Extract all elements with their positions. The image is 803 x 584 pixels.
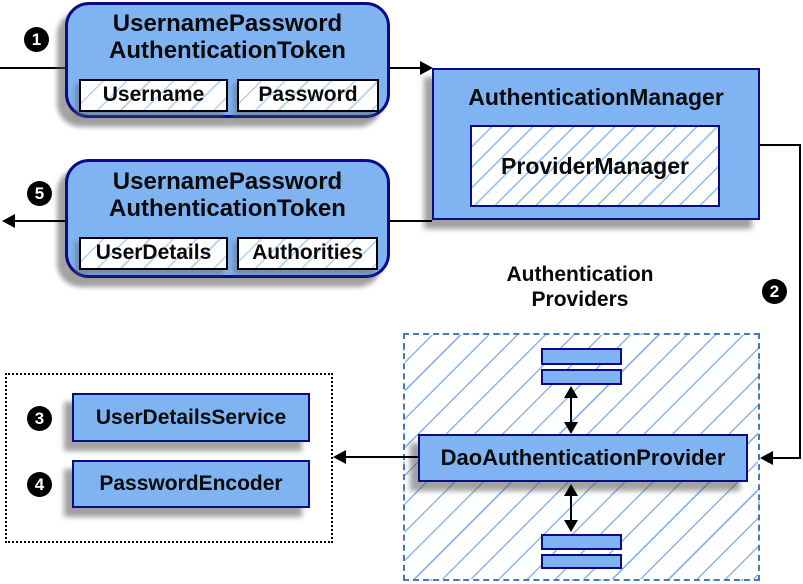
arrowhead-left-icon [760, 451, 773, 465]
arrowhead-down-icon [564, 520, 578, 532]
providers-heading-line2: Providers [531, 288, 629, 311]
step-2-badge: 2 [762, 279, 787, 304]
dao-authentication-provider-box: DaoAuthenticationProvider [418, 434, 748, 482]
step-1-badge: 1 [24, 27, 49, 52]
provider-manager-box: ProviderManager [470, 125, 720, 207]
arrowhead-right-icon [420, 61, 433, 75]
authentication-manager-box: AuthenticationManager ProviderManager [432, 68, 760, 220]
authorities-field-box: Authorities [237, 237, 378, 270]
connector-dao-to-services [346, 456, 418, 458]
double-arrow-top-line [570, 395, 572, 425]
authentication-manager-title: AuthenticationManager [468, 84, 724, 110]
connector-token-to-manager [390, 67, 421, 69]
request-token-title-line2: AuthenticationToken [109, 37, 346, 64]
arrowhead-up-icon [564, 484, 578, 496]
username-field-box: Username [79, 79, 228, 112]
password-field-box: Password [237, 79, 379, 112]
userdetails-field-box: UserDetails [79, 237, 228, 270]
services-group-box [5, 373, 333, 543]
providers-heading: Authentication Providers [465, 262, 695, 312]
request-token-title-line1: UsernamePassword [112, 10, 343, 37]
step-3-badge: 3 [27, 406, 52, 431]
connector-step1-line [0, 67, 65, 69]
arrowhead-down-icon [564, 422, 578, 434]
connector-manager-out-right [760, 144, 801, 146]
step-4-badge: 4 [27, 472, 52, 497]
provider-stack-rect [541, 534, 622, 550]
double-arrow-bottom-line [570, 493, 572, 523]
providers-heading-line1: Authentication [506, 263, 654, 286]
connector-right-vertical [799, 144, 801, 459]
request-token-box: UsernamePassword AuthenticationToken Use… [65, 2, 390, 118]
result-token-box: UsernamePassword AuthenticationToken Use… [65, 159, 390, 278]
arrowhead-left-icon [333, 450, 346, 464]
connector-into-providers [772, 457, 801, 459]
provider-stack-rect [541, 369, 622, 385]
user-details-service-box: UserDetailsService [72, 393, 310, 442]
provider-stack-rect [541, 554, 622, 569]
connector-manager-to-result [390, 220, 432, 222]
arrowhead-up-icon [564, 386, 578, 398]
connector-result-out-left [14, 220, 65, 222]
password-encoder-box: PasswordEncoder [72, 460, 310, 508]
step-5-badge: 5 [27, 181, 52, 206]
result-token-title-line2: AuthenticationToken [109, 195, 346, 222]
arrowhead-left-icon [2, 214, 15, 228]
provider-stack-rect [541, 348, 622, 365]
result-token-title-line1: UsernamePassword [112, 168, 343, 195]
